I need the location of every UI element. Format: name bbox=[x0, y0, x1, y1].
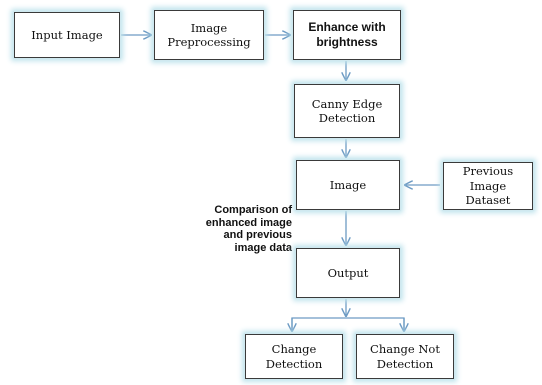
input-image-box: Input Image bbox=[14, 12, 120, 58]
change-detection-box: Change Detection bbox=[245, 334, 343, 379]
comparison-annotation: Comparison of enhanced image and previou… bbox=[196, 204, 292, 255]
output-box: Output bbox=[296, 248, 400, 298]
output-label: Output bbox=[327, 265, 369, 280]
change-not-detection-box: Change Not Detection bbox=[356, 334, 454, 379]
canny-box: Canny Edge Detection bbox=[294, 84, 400, 138]
change-not-detection-label: Change Not Detection bbox=[370, 342, 440, 371]
comparison-annotation-text: Comparison of enhanced image and previou… bbox=[205, 204, 292, 254]
previous-dataset-label: Previous Image Dataset bbox=[462, 164, 514, 208]
preprocessing-label: Image Preprocessing bbox=[167, 20, 251, 49]
split-bracket bbox=[291, 317, 405, 330]
image-box: Image bbox=[296, 160, 400, 210]
canny-label: Canny Edge Detection bbox=[311, 96, 383, 125]
enhance-box: Enhance with brightness bbox=[293, 10, 401, 60]
previous-dataset-box: Previous Image Dataset bbox=[443, 162, 533, 210]
change-detection-label: Change Detection bbox=[265, 342, 323, 371]
input-image-label: Input Image bbox=[31, 27, 103, 42]
enhance-label: Enhance with brightness bbox=[308, 20, 386, 49]
preprocessing-box: Image Preprocessing bbox=[154, 10, 264, 60]
image-label: Image bbox=[329, 177, 367, 192]
